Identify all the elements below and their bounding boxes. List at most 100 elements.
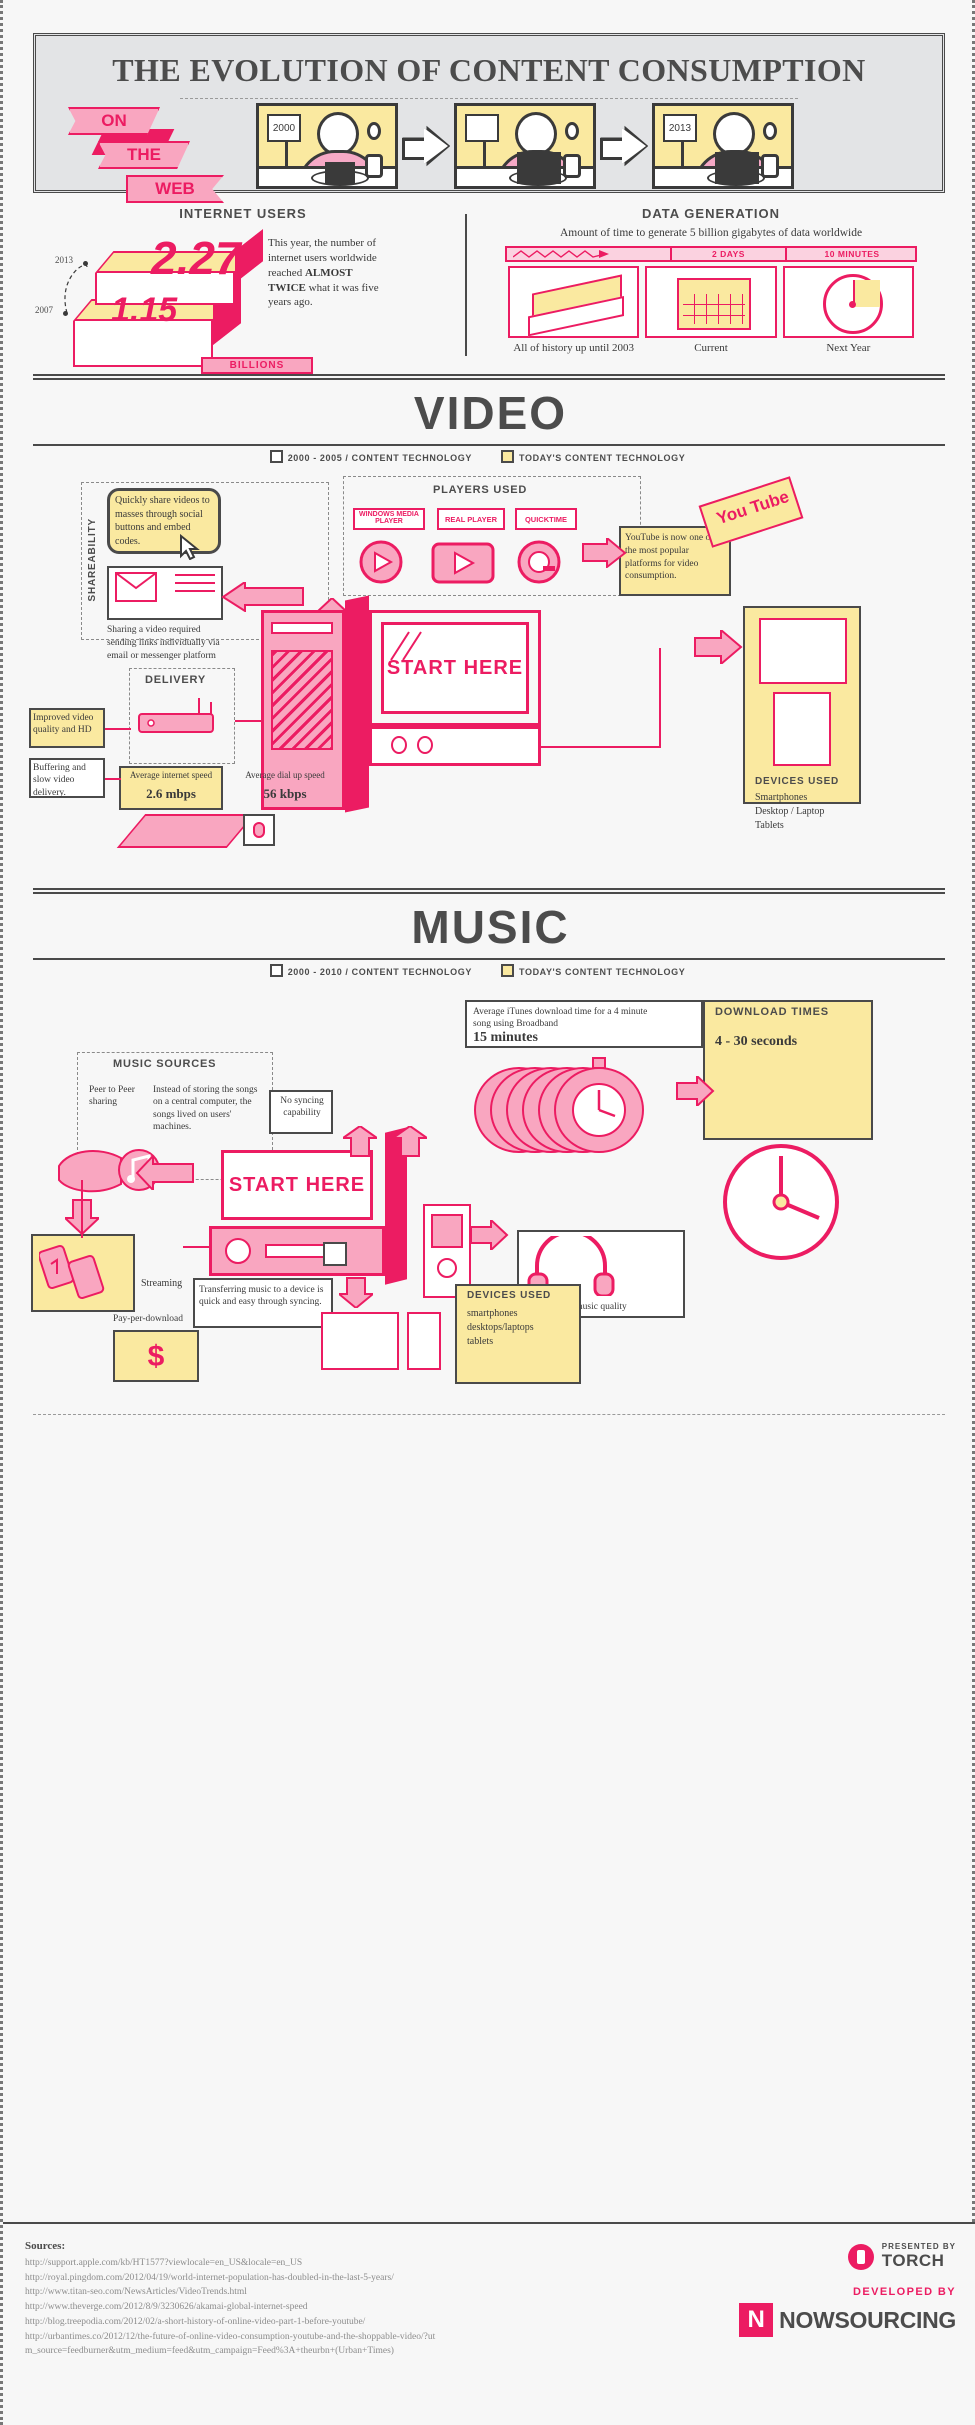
source-link[interactable]: http://support.apple.com/kb/HT1577?viewl…	[25, 2258, 303, 2268]
music-sources-label: MUSIC SOURCES	[113, 1058, 217, 1070]
music-source-p2p: Peer to Peer sharing	[89, 1085, 135, 1108]
video-device-2: Desktop / Laptop	[755, 806, 825, 817]
hero-panel-2000: 2000	[256, 103, 398, 189]
source-link[interactable]: http://www.titan-seo.com/NewsArticles/Vi…	[25, 2287, 247, 2298]
dg-cell-history: All of history up until 2003	[505, 266, 642, 354]
shareability-group-outline	[81, 482, 329, 640]
music-start-here: START HERE	[221, 1150, 373, 1220]
music-device-2: desktops/laptops	[467, 1322, 534, 1333]
data-generation-block: DATA GENERATION Amount of time to genera…	[477, 206, 945, 354]
real-player-icon	[431, 542, 495, 584]
data-generation-subheading: Amount of time to generate 5 billion gig…	[559, 227, 863, 239]
hero-banner: THE EVOLUTION OF CONTENT CONSUMPTION ON …	[33, 33, 945, 203]
data-generation-heading: DATA GENERATION	[641, 206, 780, 221]
quicktime-icon	[517, 540, 561, 584]
calendar-flipping-icon	[465, 114, 499, 142]
shareability-line-1	[175, 574, 215, 576]
connector-devices-vertical	[659, 648, 661, 748]
bar-2007-face	[73, 321, 213, 367]
source-link[interactable]: http://royal.pingdom.com/2012/04/19/worl…	[25, 2272, 394, 2283]
keyboard-icon	[116, 814, 256, 848]
sources-list: http://support.apple.com/kb/HT1577?viewl…	[25, 2256, 435, 2359]
bar-2007	[73, 277, 241, 367]
streaming-label: Streaming	[141, 1278, 183, 1289]
mouse-body	[253, 822, 265, 838]
legend-swatch-old	[269, 964, 283, 977]
value-2007: 1.15	[111, 291, 178, 329]
arrow-left-music-sources	[135, 1156, 194, 1190]
data-generation-timeline: 2 DAYS 10 MINUTES	[505, 246, 917, 262]
delivery-old-text: Buffering and slow video delivery.	[33, 763, 86, 798]
source-link[interactable]: http://urbantimes.co/2012/12/the-future-…	[25, 2331, 436, 2342]
internet-users-heading: INTERNET USERS	[179, 206, 307, 221]
calendar-icon	[645, 266, 777, 338]
monitor-frame	[369, 610, 541, 726]
music-title: MUSIC	[411, 901, 570, 953]
calendar-icon: 2000	[267, 114, 301, 142]
ribbon-on: ON	[68, 107, 160, 135]
source-link[interactable]: http://www.theverge.com/2012/8/9/3230626…	[25, 2302, 308, 2313]
page-title: THE EVOLUTION OF CONTENT CONSUMPTION	[112, 52, 866, 88]
video-speed-old-label: Average dial up speed	[245, 770, 325, 780]
book-stack-icon	[508, 266, 640, 338]
timeline-zigzag-icon	[513, 250, 609, 258]
pay-per-download-label: Pay-per-download	[113, 1314, 183, 1324]
video-diagram: SHAREABILITY Quickly share videos to mas…	[3, 470, 975, 890]
hero-panels: 2000	[256, 103, 794, 189]
connector-delivery-old	[105, 778, 121, 780]
sync-note-text: Transferring music to a device is quick …	[199, 1285, 324, 1308]
arrow-up-music-2	[393, 1126, 427, 1157]
video-legend-old: 2000 - 2005 / CONTENT TECHNOLOGY	[269, 450, 472, 463]
music-devices-card	[455, 1284, 581, 1384]
source-link[interactable]: m_source=feedburner&utm_medium=feed&utm_…	[25, 2346, 394, 2357]
delivery-label: DELIVERY	[145, 674, 207, 686]
shareability-line-2	[175, 582, 215, 584]
player-label-realplayer: REAL PLAYER	[444, 515, 498, 524]
arrow-right-youtube	[582, 538, 627, 568]
stats-divider	[465, 214, 467, 356]
torch-logo-icon	[847, 2243, 874, 2270]
music-connector-2	[81, 1180, 83, 1238]
music-section-rule-top	[33, 888, 945, 890]
delivery-old-card	[29, 758, 105, 798]
download-old-value: 15 minutes	[473, 1030, 538, 1045]
arrow-right-download	[676, 1076, 715, 1106]
video-section-rule-top2	[33, 378, 945, 380]
presented-by-block: PRESENTED BY TORCH	[847, 2242, 956, 2271]
music-device-3: tablets	[467, 1336, 494, 1347]
mp3-wheel	[437, 1258, 457, 1278]
router-icon	[138, 698, 214, 733]
dg-caption-history: All of history up until 2003	[513, 342, 635, 354]
envelope-icon	[115, 572, 157, 602]
download-old-label: Average iTunes download time for a 4 min…	[473, 1007, 648, 1030]
music-phone-icon	[407, 1312, 441, 1370]
sync-note-card	[193, 1278, 333, 1328]
shareability-new-card	[107, 488, 221, 554]
shareability-label: SHAREABILITY	[87, 518, 98, 602]
players-label: PLAYERS USED	[433, 484, 528, 496]
hero-divider	[180, 98, 798, 99]
shareability-new-text: Quickly share videos to masses through s…	[115, 495, 210, 547]
player-label-quicktime: QUICKTIME	[524, 515, 568, 524]
timeline-bar	[505, 246, 917, 262]
billions-badge: BILLIONS	[201, 357, 313, 374]
tower-vent	[271, 650, 333, 750]
desc-part-1: This year, the number of internet users …	[268, 237, 377, 279]
source-link[interactable]: http://blog.treepodia.com/2012/02/a-shor…	[25, 2316, 366, 2327]
developed-brand: NOWSOURCING	[779, 2306, 956, 2333]
shareability-line-3	[175, 590, 215, 592]
music-section-rule-top2	[33, 892, 945, 894]
wmp-player-icon	[359, 540, 403, 584]
video-device-1: Smartphones	[755, 792, 808, 803]
timeline-segment-2-days: 2 DAYS	[669, 246, 785, 262]
video-section-rule-bottom	[33, 444, 945, 446]
legend-swatch-old	[269, 450, 283, 463]
video-start-here: START HERE	[381, 622, 529, 714]
download-times-label: DOWNLOAD TIMES	[715, 1006, 829, 1018]
dg-cell-current: Current	[642, 266, 779, 354]
connector-monitor-devices	[541, 746, 661, 748]
spoon-icon	[565, 122, 579, 140]
cursor-icon	[180, 534, 200, 560]
data-generation-panels: All of history up until 2003 Current Nex…	[505, 266, 917, 354]
arrow-up-music-1	[343, 1126, 377, 1157]
